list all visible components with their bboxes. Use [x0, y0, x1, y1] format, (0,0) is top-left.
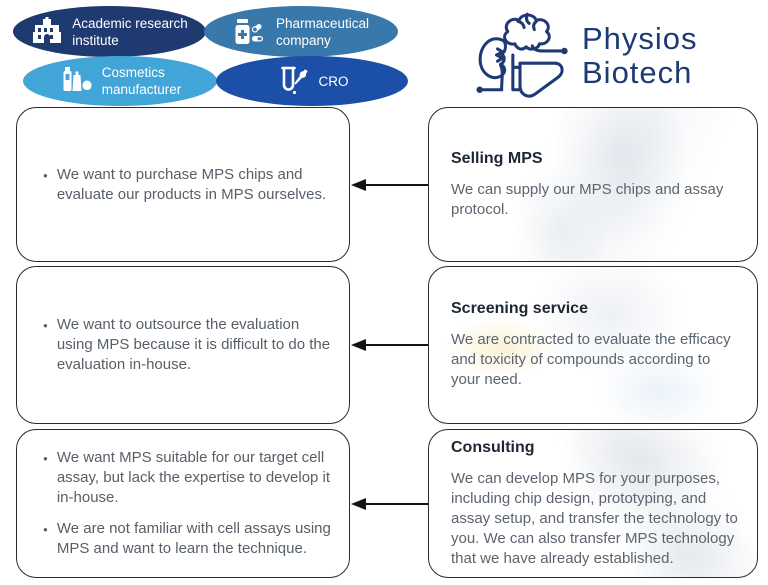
- need-text: We want to purchase MPS chips and evalua…: [56, 165, 327, 203]
- badge-label: CRO: [318, 73, 349, 89]
- badge-label: Pharmaceutical company: [275, 15, 370, 48]
- university-icon: [31, 16, 63, 48]
- service-title: Screening service: [451, 300, 588, 317]
- service-box-consulting: Consulting We can develop MPS for your p…: [428, 429, 758, 578]
- need-text: We want to outsource the evaluation usin…: [56, 316, 331, 373]
- need-bullet: ● We want to outsource the evaluation us…: [43, 315, 331, 375]
- arrow-service-to-need-1: [351, 175, 429, 195]
- badge-label: Academic research institute: [72, 15, 188, 48]
- need-text: We are not familiar with cell assays usi…: [56, 520, 331, 557]
- service-title: Consulting: [451, 438, 535, 456]
- arrow-head-icon: [351, 498, 366, 510]
- arrow-head-icon: [351, 179, 366, 191]
- need-box-1: ● We want to purchase MPS chips and eval…: [16, 107, 350, 262]
- bullet-dot: ●: [43, 525, 48, 534]
- badge-cro: CRO: [216, 56, 408, 106]
- arrow-service-to-need-3: [351, 494, 429, 514]
- badge-pharmaceutical-company: Pharmaceutical company: [204, 6, 398, 57]
- bullet-dot: ●: [43, 454, 48, 463]
- arrow-shaft: [366, 184, 429, 186]
- service-box-screening-service: Screening service We are contracted to e…: [428, 266, 758, 424]
- physios-biotech-logo: Physios Biotech: [468, 4, 698, 107]
- bullet-dot: ●: [43, 321, 48, 330]
- service-description: We can develop MPS for your purposes, in…: [451, 469, 738, 567]
- arrow-shaft: [366, 503, 429, 505]
- service-box-selling-mps: Selling MPS We can supply our MPS chips …: [428, 107, 758, 262]
- service-description: We can supply our MPS chips and assay pr…: [451, 180, 724, 218]
- need-box-2: ● We want to outsource the evaluation us…: [16, 266, 350, 424]
- need-bullet: ● We want MPS suitable for our target ce…: [43, 448, 331, 508]
- logo-line1: Physios: [582, 20, 698, 56]
- need-text: We want MPS suitable for our target cell…: [56, 449, 331, 506]
- arrow-service-to-need-2: [351, 335, 429, 355]
- badge-cosmetics-manufacturer: Cosmetics manufacturer: [23, 56, 217, 106]
- badge-label: Cosmetics manufacturer: [101, 65, 182, 97]
- need-box-3: ● We want MPS suitable for our target ce…: [16, 429, 350, 578]
- medicine-bottle-icon: [233, 16, 267, 48]
- logo-wordmark: Physios Biotech: [582, 20, 698, 90]
- service-title: Selling MPS: [451, 149, 543, 167]
- need-bullet: ● We are not familiar with cell assays u…: [43, 519, 331, 559]
- bullet-dot: ●: [43, 170, 48, 180]
- arrow-head-icon: [351, 339, 366, 351]
- organs-circuit-icon: [468, 4, 572, 107]
- test-tube-dropper-icon: [276, 64, 310, 98]
- logo-line2: Biotech: [582, 54, 693, 90]
- service-description: We are contracted to evaluate the effica…: [451, 331, 731, 388]
- badge-academic-research-institute: Academic research institute: [13, 6, 206, 57]
- cosmetics-icon: [59, 65, 93, 97]
- arrow-shaft: [366, 344, 429, 346]
- need-bullet: ● We want to purchase MPS chips and eval…: [43, 165, 331, 205]
